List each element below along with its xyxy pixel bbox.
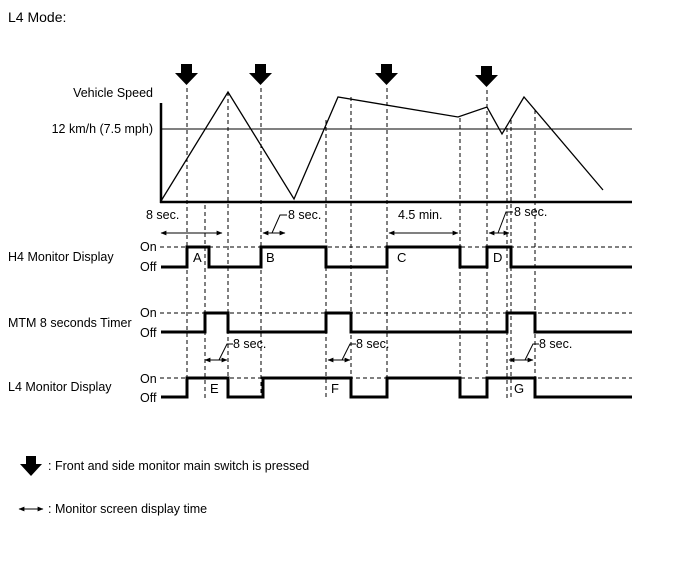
duration-leader-f xyxy=(341,343,356,361)
legend-switch-pressed: : Front and side monitor main switch is … xyxy=(48,459,309,473)
duration-leader-b xyxy=(271,214,287,234)
h4-signal-label: H4 Monitor Display xyxy=(8,250,114,264)
down-arrow-icon xyxy=(20,456,42,476)
duration-leader-d xyxy=(497,211,513,234)
legend-display-time: : Monitor screen display time xyxy=(48,502,207,516)
speed-axis-label: Vehicle Speed xyxy=(73,86,153,100)
duration-leader-e xyxy=(218,343,233,361)
pulse-letter-c: C xyxy=(397,250,406,265)
h4-signal-waveform xyxy=(161,245,632,269)
pulse-letter-g: G xyxy=(514,381,524,396)
pulse-letter-a: A xyxy=(193,250,202,265)
duration-label-4-5min: 4.5 min. xyxy=(398,208,442,222)
timing-guide-lines xyxy=(186,88,536,398)
down-arrow-icon xyxy=(175,64,198,85)
l4-signal-label: L4 Monitor Display xyxy=(8,380,112,394)
h4-off-label: Off xyxy=(140,260,157,274)
pulse-letter-d: D xyxy=(493,250,502,265)
l4-off-label: Off xyxy=(140,391,157,405)
duration-label-8sec-d: 8 sec. xyxy=(514,205,547,219)
duration-label-8sec-g: 8 sec. xyxy=(539,337,572,351)
mtm-signal-waveform xyxy=(161,311,632,334)
pulse-letter-e: E xyxy=(210,381,219,396)
mtm-on-label: On xyxy=(140,306,157,320)
duration-leader-g xyxy=(524,343,539,361)
h4-on-label: On xyxy=(140,240,157,254)
l4-signal-waveform xyxy=(161,376,632,399)
pulse-letter-b: B xyxy=(266,250,275,265)
l4-on-label: On xyxy=(140,372,157,386)
pulse-letter-f: F xyxy=(331,381,339,396)
duration-label-8sec-left: 8 sec. xyxy=(146,208,179,222)
down-arrow-icon xyxy=(375,64,398,85)
vehicle-speed-curve xyxy=(160,90,604,202)
page-title: L4 Mode: xyxy=(8,9,66,25)
duration-label-8sec-f: 8 sec. xyxy=(356,337,389,351)
down-arrow-icon xyxy=(475,66,498,87)
mtm-off-label: Off xyxy=(140,326,157,340)
duration-label-8sec-e: 8 sec. xyxy=(233,337,266,351)
duration-label-8sec-b: 8 sec. xyxy=(288,208,321,222)
mtm-signal-label: MTM 8 seconds Timer xyxy=(8,316,132,330)
speed-threshold-label: 12 km/h (7.5 mph) xyxy=(52,122,153,136)
down-arrow-icon xyxy=(249,64,272,85)
